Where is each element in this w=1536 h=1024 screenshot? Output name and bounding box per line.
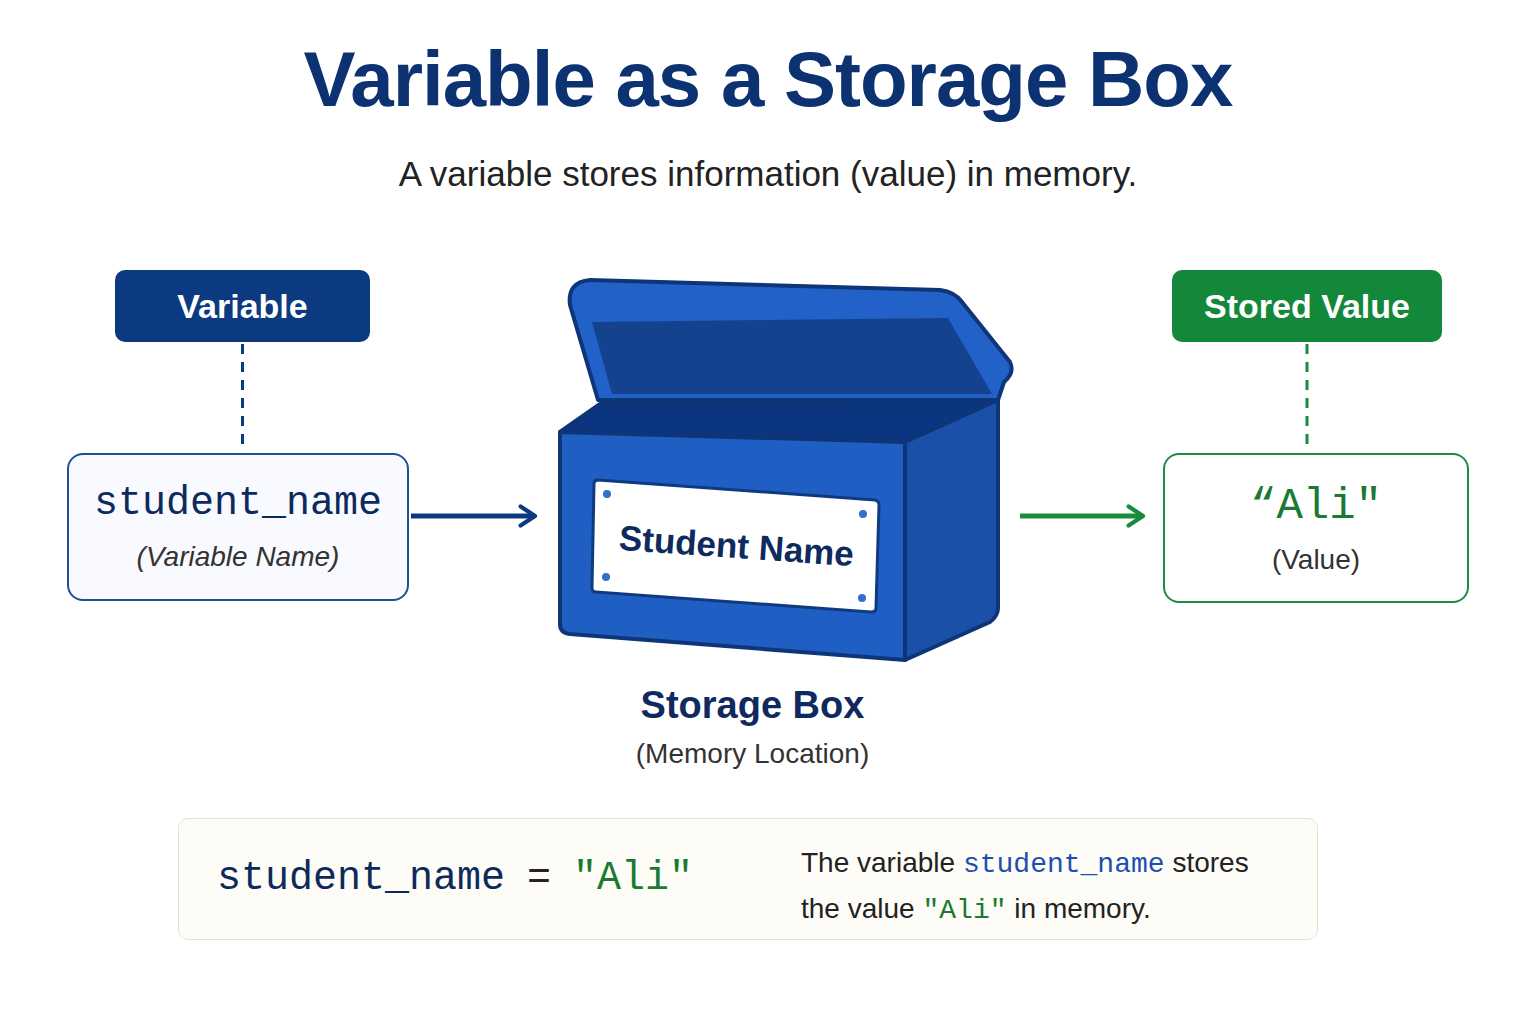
arrow-connector: [411, 514, 535, 519]
box-lid-underside: [592, 318, 992, 394]
code-variable: student_name: [217, 855, 505, 903]
code-example-box: student_name = "Ali" The variable student_na…: [178, 818, 1318, 940]
box-heading: Storage Box: [555, 683, 950, 729]
box-lid: [570, 280, 1012, 400]
stored-value-tag: Stored Value: [1172, 270, 1442, 342]
tag-text: Variable: [177, 286, 307, 327]
text-group: The variablestudent_namestores the value…: [801, 841, 1281, 933]
value-text: “Ali": [1250, 480, 1382, 533]
variable-tag: Variable: [115, 270, 370, 342]
box-front: [560, 432, 905, 660]
plate-screw: [859, 510, 867, 518]
explain-text: The variable: [801, 847, 955, 878]
storage-box: Student NameStorage Box (Memory Location): [555, 275, 1012, 775]
plate-screw: [858, 594, 866, 602]
box-subheading: (Memory Location): [555, 737, 950, 771]
plate-screw: [602, 573, 610, 581]
explain-variable: student_name: [963, 849, 1165, 880]
dashed-connector: [1306, 344, 1309, 451]
arrow-connector: [1020, 514, 1143, 519]
variable-name-box: student_name (Variable Name): [67, 453, 409, 601]
title: Variable as a Storage Box: [0, 40, 1536, 118]
caption-text: (Value): [1272, 543, 1360, 577]
dashed-connector: [241, 344, 244, 451]
explain-string: "Ali": [922, 895, 1006, 926]
code-string: "Ali": [573, 855, 693, 903]
box-side: [905, 400, 998, 660]
variable-name: student_name: [94, 480, 382, 528]
caption-text: (Variable Name): [137, 540, 340, 574]
subtitle: A variable stores information (value) in…: [0, 153, 1536, 195]
tag-text: Stored Value: [1204, 286, 1410, 327]
text-group: student_name = "Ali": [217, 819, 693, 938]
code-operator: =: [527, 855, 551, 903]
value-box: “Ali" (Value): [1163, 453, 1469, 603]
explain-text: in memory.: [1014, 893, 1150, 924]
plate-screw: [603, 490, 611, 498]
box-label: Student Name: [592, 470, 882, 621]
